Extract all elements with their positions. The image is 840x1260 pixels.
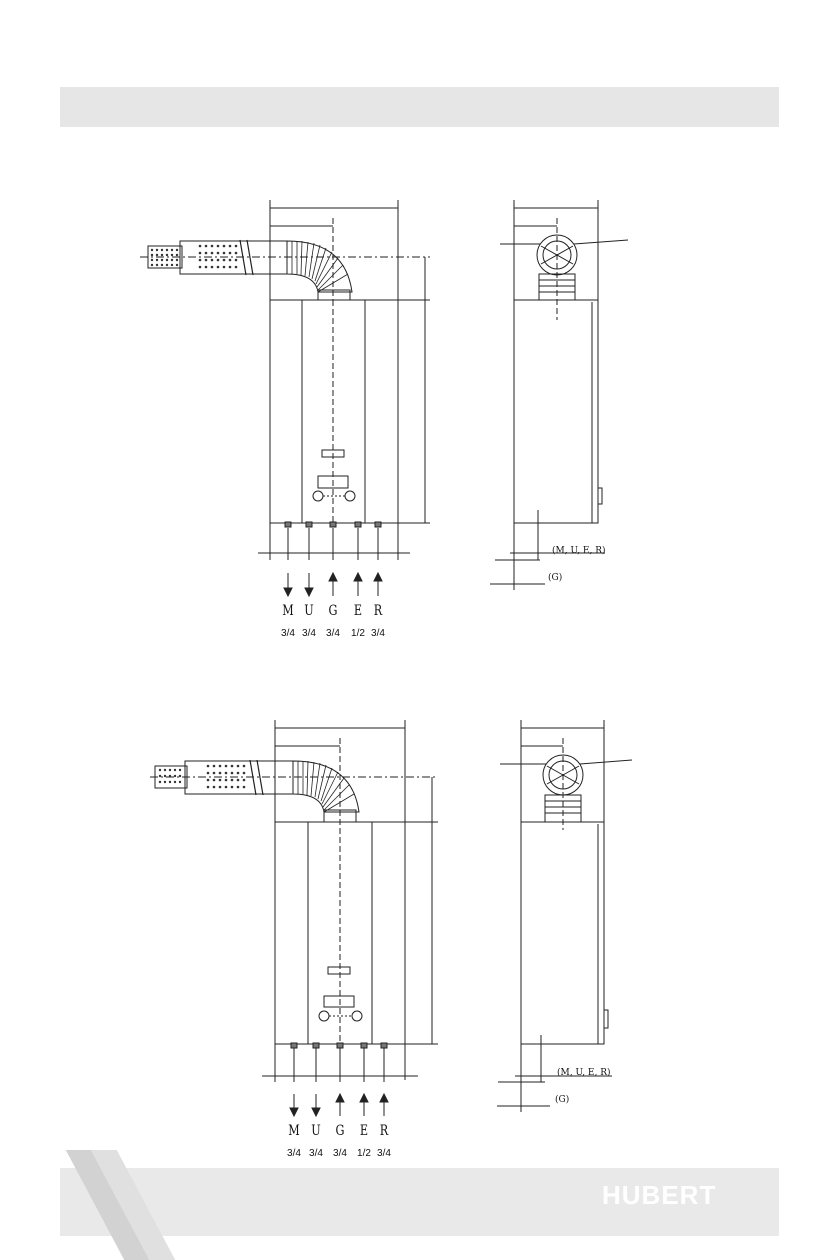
connection-size-g: 3/4 (321, 628, 345, 639)
technical-drawing (0, 0, 840, 1160)
side-label-gas-connection: (G) (555, 1095, 569, 1105)
connection-letter-u: U (308, 1123, 324, 1139)
connection-letter-g: G (332, 1123, 348, 1139)
side-label-gas-connection: (G) (548, 573, 562, 583)
connection-letter-m: M (280, 603, 296, 619)
front-view-1 (140, 200, 430, 596)
connection-letter-r: R (370, 603, 386, 619)
connection-size-g: 3/4 (328, 1148, 352, 1159)
connection-letter-u: U (301, 603, 317, 619)
connection-size-r: 3/4 (372, 1148, 396, 1159)
front-view-2 (150, 720, 438, 1116)
connection-size-m: 3/4 (282, 1148, 306, 1159)
connection-letter-r: R (376, 1123, 392, 1139)
hubert-logo: HUBERT (602, 1180, 716, 1211)
connection-size-u: 3/4 (304, 1148, 328, 1159)
connection-size-u: 3/4 (297, 628, 321, 639)
connection-letter-e: E (350, 603, 366, 619)
side-label-water-connections: (M, U, E, R) (552, 546, 606, 556)
connection-size-r: 3/4 (366, 628, 390, 639)
side-view-2 (497, 720, 632, 1112)
connection-letter-e: E (356, 1123, 372, 1139)
connection-letter-g: G (325, 603, 341, 619)
connection-letter-m: M (286, 1123, 302, 1139)
side-view-1 (490, 200, 628, 590)
side-label-water-connections: (M, U, E, R) (557, 1068, 611, 1078)
